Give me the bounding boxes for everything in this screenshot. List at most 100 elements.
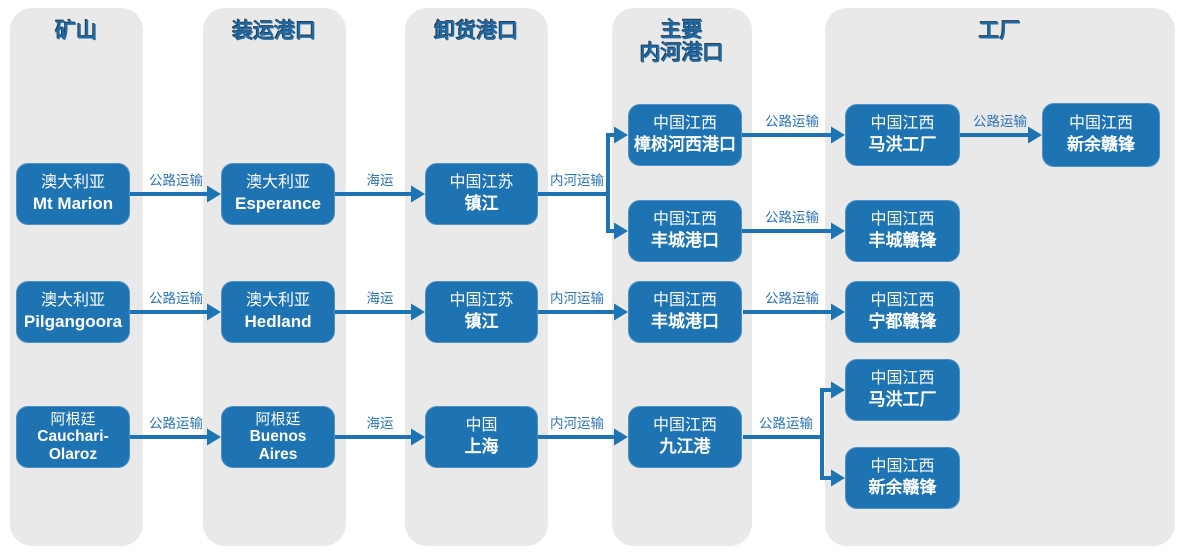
node-region: 阿根廷 (50, 410, 96, 428)
edge-arrowhead (207, 185, 221, 203)
edge-fengcheng-port-2-to-ningdu (743, 303, 845, 321)
node-region: 中国江西 (870, 370, 935, 388)
node-buenos-aires: 阿根廷 Buenos Aires (221, 406, 335, 468)
node-title: Hedland (244, 312, 312, 332)
node-title: Mt Marion (32, 194, 114, 214)
edge-pilgangoora-to-hedland (130, 303, 221, 321)
column-header-factories: 工厂 (979, 20, 1021, 43)
edge-arrowhead (614, 222, 628, 240)
node-fengcheng-port-1: 中国江西 丰城港口 (628, 200, 742, 262)
edge-cauchari-to-buenos-aires (130, 428, 221, 446)
node-region: 中国江西 (652, 417, 717, 435)
edge-mt-marion-to-esperance (130, 185, 221, 203)
node-esperance: 澳大利亚 Esperance (221, 163, 335, 225)
edge-zhenjiang-1-split (538, 126, 628, 240)
node-title: 九江港 (659, 437, 711, 457)
node-mahong-1: 中国江西 马洪工厂 (845, 104, 960, 166)
column-header-mines: 矿山 (55, 20, 98, 43)
edge-label-road: 公路运输 (973, 114, 1027, 129)
node-region: 中国江西 (1068, 115, 1133, 133)
edge-arrowhead (831, 381, 845, 399)
node-region: 阿根廷 (255, 410, 301, 428)
edge-arrowhead (1028, 126, 1042, 144)
node-mt-marion: 澳大利亚 Mt Marion (16, 163, 130, 225)
node-fengcheng-port-2: 中国江西 丰城港口 (628, 281, 742, 343)
node-region: 澳大利亚 (40, 292, 105, 310)
edge-label-road: 公路运输 (765, 210, 819, 225)
node-pilgangoora: 澳大利亚 Pilgangoora (16, 281, 130, 343)
node-title: 宁都赣锋 (868, 312, 937, 332)
node-title: Cauchari- (37, 427, 109, 445)
node-hedland: 澳大利亚 Hedland (221, 281, 335, 343)
node-region: 澳大利亚 (40, 174, 105, 192)
edge-fengcheng-port-1-to-fengcheng-ganfeng (742, 222, 845, 240)
node-title: Pilgangoora (23, 312, 123, 332)
node-title: 上海 (464, 437, 499, 457)
edge-zhenjiang-2-to-fengcheng-port-2 (538, 303, 628, 321)
node-title: 丰城港口 (651, 231, 719, 251)
edge-arrowhead (831, 222, 845, 240)
edge-buenos-aires-to-shanghai (335, 428, 425, 446)
node-region: 中国江西 (870, 211, 935, 229)
edge-label-sea: 海运 (366, 291, 394, 306)
edge-mahong-1-to-xinyu-1 (960, 126, 1042, 144)
column-header-river-ports: 主要 内河港口 (612, 19, 752, 65)
edge-arrowhead (614, 303, 628, 321)
node-title: Esperance (235, 194, 321, 214)
node-zhenjiang-2: 中国江苏 镇江 (425, 281, 538, 343)
edge-label-road: 公路运输 (149, 173, 203, 188)
edge-label-road: 公路运输 (765, 114, 819, 129)
node-title: 新余赣锋 (868, 478, 937, 498)
edge-label-road: 公路运输 (149, 416, 203, 431)
edge-label-river: 内河运输 (550, 173, 604, 188)
node-xinyu-2: 中国江西 新余赣锋 (845, 447, 960, 509)
edge-arrowhead (411, 428, 425, 446)
node-region: 中国江西 (652, 115, 717, 133)
node-zhangshu: 中国江西 樟树河西港口 (628, 104, 742, 166)
edge-zhangshu-to-mahong-1 (742, 126, 845, 144)
edge-esperance-to-zhenjiang-1 (335, 185, 425, 203)
edge-hedland-to-zhenjiang-2 (335, 303, 425, 321)
node-title: 马洪工厂 (868, 135, 937, 155)
edge-label-sea: 海运 (366, 173, 394, 188)
node-title: 马洪工厂 (868, 390, 937, 410)
node-title: Buenos (249, 427, 307, 445)
edge-arrowhead (831, 303, 845, 321)
node-region: 中国江苏 (449, 174, 514, 192)
edge-jiujiang-split (743, 381, 845, 487)
node-jiujiang: 中国江西 九江港 (628, 406, 742, 468)
node-title: 镇江 (464, 194, 499, 214)
edge-arrowhead (831, 469, 845, 487)
edge-shanghai-to-jiujiang (538, 428, 628, 446)
node-region: 中国江西 (652, 292, 717, 310)
node-region: 澳大利亚 (245, 292, 310, 310)
node-fengcheng-ganfeng: 中国江西 丰城赣锋 (845, 200, 960, 262)
node-region: 中国江西 (870, 115, 935, 133)
edge-arrowhead (207, 428, 221, 446)
node-region: 中国江西 (652, 211, 717, 229)
edge-arrowhead (614, 428, 628, 446)
node-zhenjiang-1: 中国江苏 镇江 (425, 163, 538, 225)
node-shanghai: 中国 上海 (425, 406, 538, 468)
edge-arrowhead (831, 126, 845, 144)
node-title: 丰城赣锋 (868, 231, 937, 251)
node-region: 中国江西 (870, 458, 935, 476)
node-title-line2: Aires (258, 445, 298, 463)
edge-label-sea: 海运 (366, 416, 394, 431)
edge-arrowhead (411, 303, 425, 321)
column-header-river-ports-line1: 主要 (661, 19, 703, 42)
edge-arrowhead (614, 126, 628, 144)
column-header-river-ports-line2: 内河港口 (640, 42, 724, 65)
node-cauchari-olaroz: 阿根廷 Cauchari- Olaroz (16, 406, 130, 468)
node-mahong-2: 中国江西 马洪工厂 (845, 359, 960, 421)
node-title: 丰城港口 (651, 312, 719, 332)
node-region: 澳大利亚 (245, 174, 310, 192)
edge-label-road: 公路运输 (149, 291, 203, 306)
column-header-loading-ports: 装运港口 (232, 20, 317, 43)
node-xinyu-1: 中国江西 新余赣锋 (1042, 103, 1160, 167)
edge-label-river: 内河运输 (550, 416, 604, 431)
edge-label-road: 公路运输 (765, 291, 819, 306)
node-title-line2: Olaroz (48, 445, 98, 463)
